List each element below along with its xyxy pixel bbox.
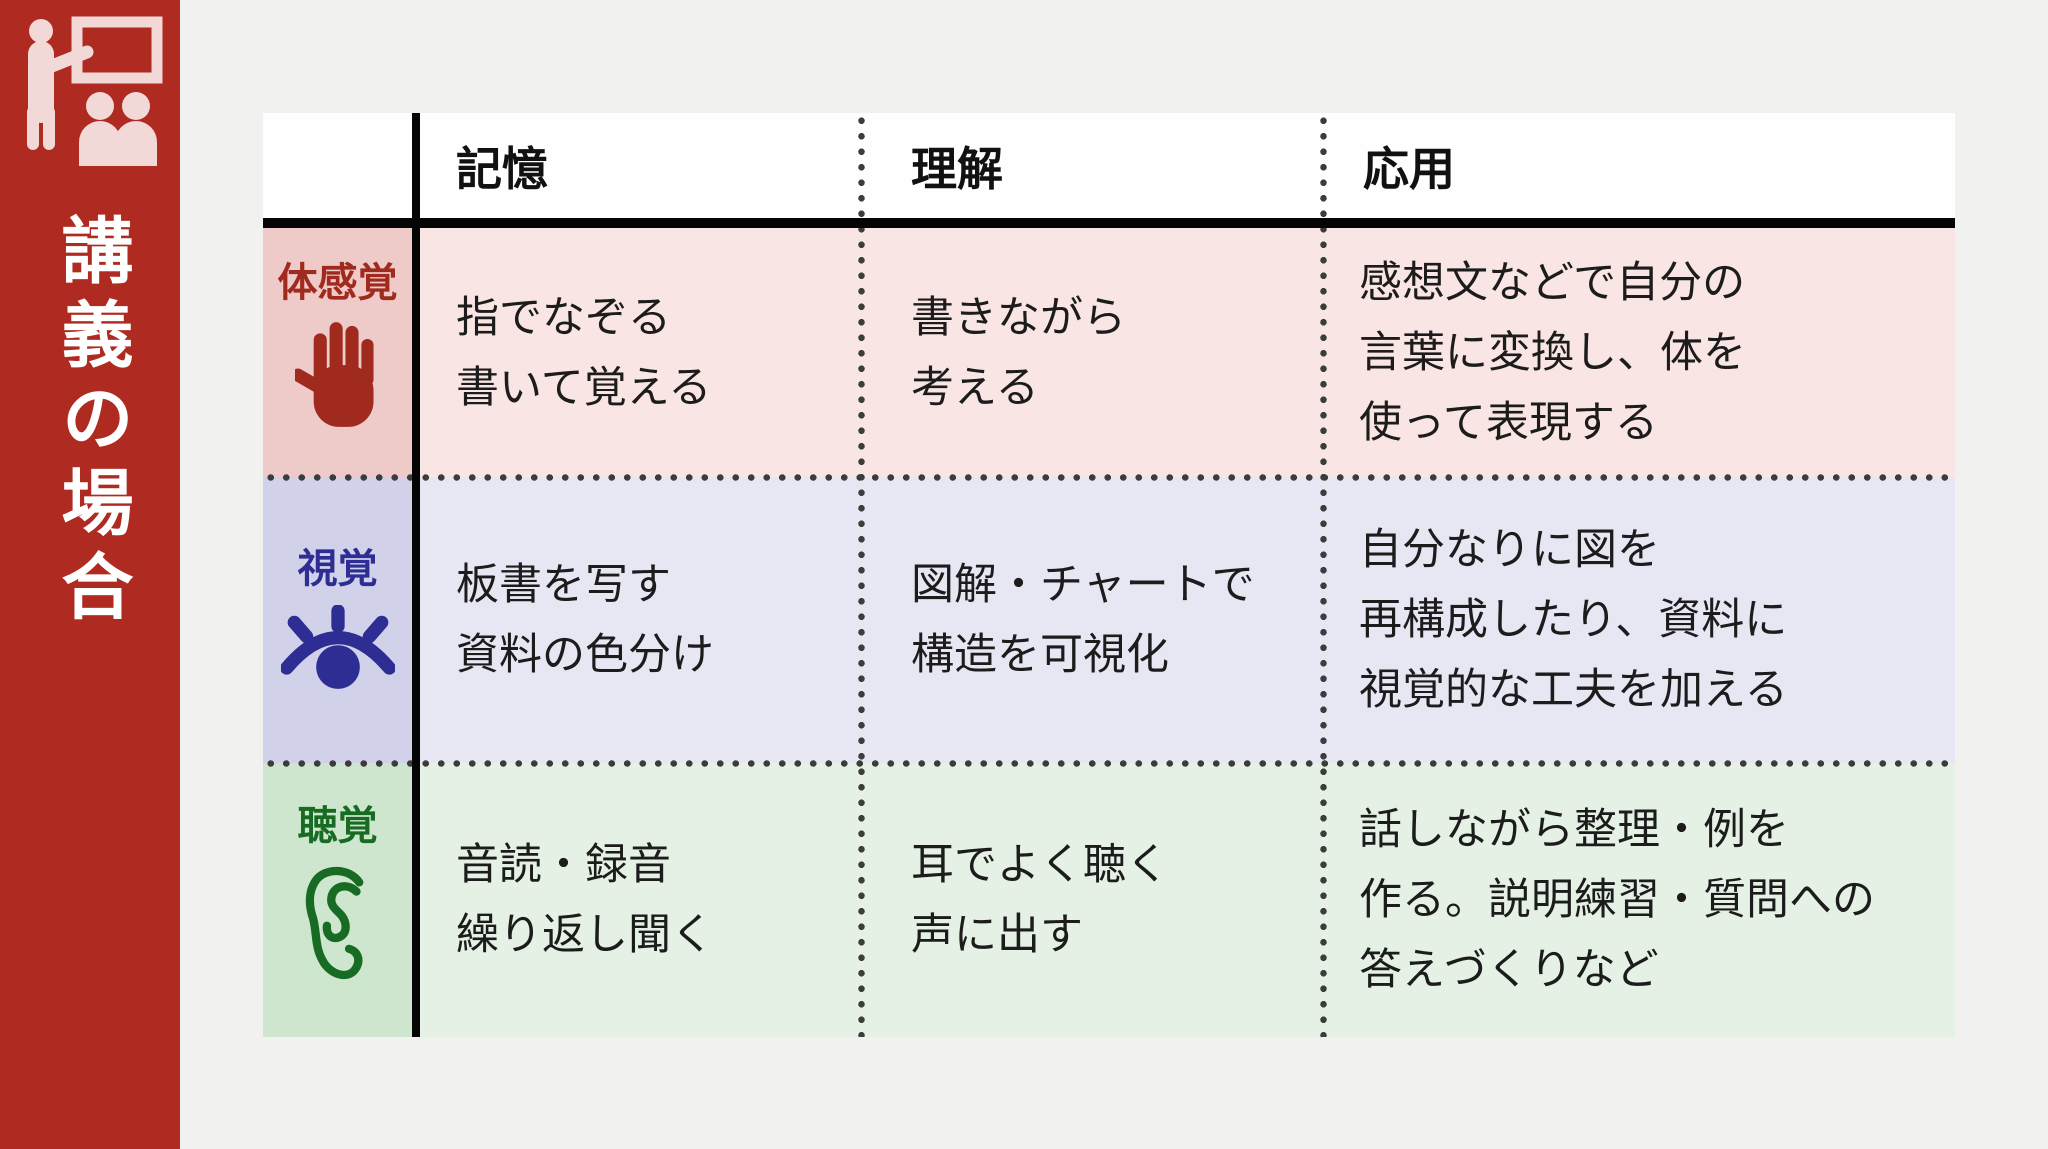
page-title: 講義の場合 — [50, 213, 130, 633]
table-row-kinesthetic: 体感覚 指でなぞる 書いて覚える 書きながら 考える 感想文などで自分の 言葉に… — [263, 228, 1955, 477]
table-row-auditory: 聴覚 音読・録音 繰り返し聞く 耳でよく聴く 声に出す 話しながら整理・例を 作… — [263, 763, 1955, 1037]
cell-visual-understanding: 図解・チャートで 構造を可視化 — [911, 561, 1255, 679]
table-row-visual: 視覚 板書を写す 資料の色分け 図解・チャートで 構造を可視化 自分なりに図を … — [263, 477, 1955, 763]
row-header-auditory: 聴覚 — [263, 763, 412, 1037]
solid-vertical-divider — [412, 113, 420, 1037]
sidebar: 講義の場合 — [0, 0, 180, 1149]
row-label: 視覚 — [297, 547, 378, 591]
row-label: 聴覚 — [297, 804, 378, 848]
dotted-row-divider-2 — [263, 760, 1955, 767]
hand-icon — [294, 321, 374, 427]
cell-visual-application: 自分なりに図を 再構成したり、資料に 視覚的な工夫を加える — [1359, 526, 1788, 714]
dotted-column-divider-1 — [858, 113, 865, 1037]
dotted-row-divider-1 — [263, 474, 1955, 481]
table-header-row — [263, 113, 1955, 218]
cell-auditory-application: 話しながら整理・例を 作る。説明練習・質問への 答えづくりなど — [1359, 806, 1875, 994]
cell-kinesthetic-memory: 指でなぞる 書いて覚える — [456, 293, 712, 412]
cell-auditory-memory: 音読・録音 繰り返し聞く — [456, 841, 714, 959]
cell-auditory-understanding: 耳でよく聴く 声に出す — [911, 841, 1169, 959]
column-header-memory: 記憶 — [456, 142, 548, 195]
eye-icon — [280, 605, 395, 689]
row-header-kinesthetic: 体感覚 — [263, 228, 412, 477]
header-bottom-rule — [263, 218, 1955, 228]
teacher-presentation-icon — [27, 16, 163, 166]
cell-kinesthetic-understanding: 書きながら 考える — [911, 293, 1126, 412]
learning-matrix-table: 記憶 理解 応用 体感覚 指でなぞる 書いて覚える 書きな — [263, 113, 1955, 1037]
cell-visual-memory: 板書を写す 資料の色分け — [456, 561, 714, 679]
column-header-application: 応用 — [1363, 142, 1455, 195]
row-header-visual: 視覚 — [263, 477, 412, 763]
dotted-column-divider-2 — [1320, 113, 1327, 1037]
ear-icon — [305, 866, 363, 980]
row-label: 体感覚 — [277, 260, 398, 305]
column-header-understanding: 理解 — [911, 142, 1003, 195]
cell-kinesthetic-application: 感想文などで自分の 言葉に変換し、体を 使って表現する — [1359, 258, 1746, 447]
